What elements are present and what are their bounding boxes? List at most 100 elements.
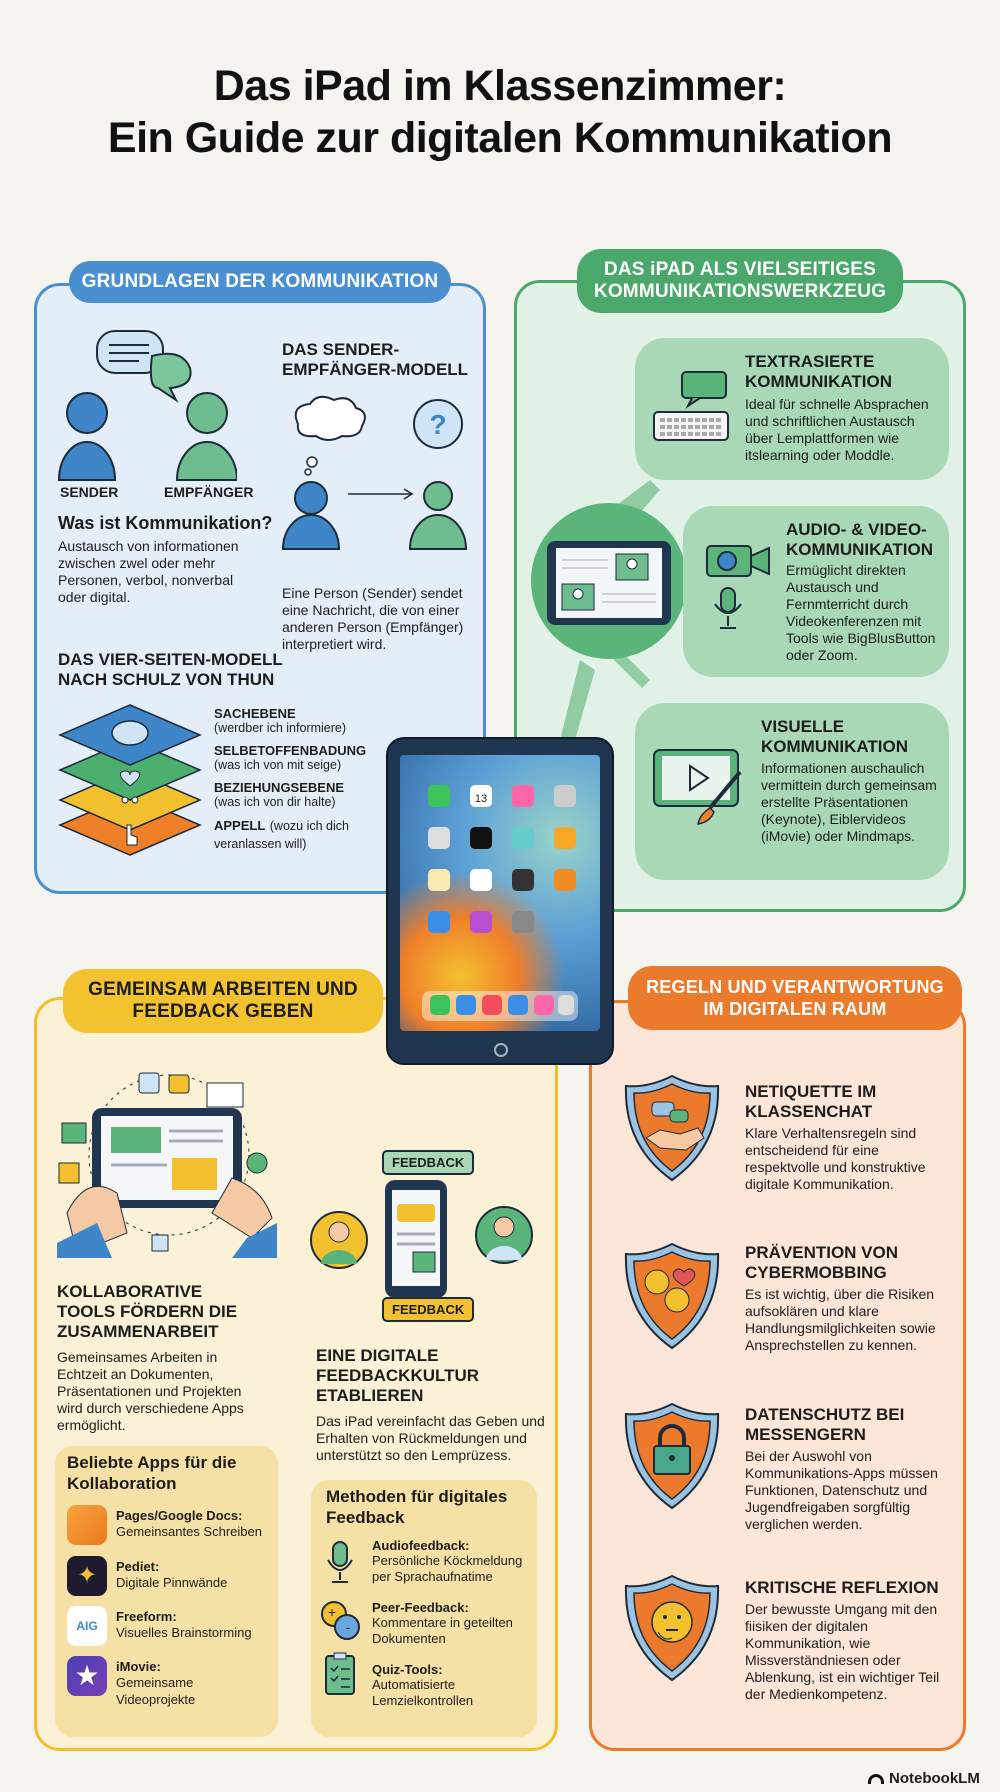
rule-body: Bei der Auswohl von Kommunikations-Apps … — [745, 1448, 938, 1532]
collaboration-tablet-illustration — [57, 1072, 277, 1258]
rule-item-netiquette: NETIQUETTE IM KLASSENCHAT Klare Verhalten… — [745, 1082, 955, 1193]
feedback-illustration — [310, 1180, 533, 1298]
handshake-shield-icon — [624, 1074, 720, 1182]
what-body: Austausch von informationen zwischen zwe… — [58, 538, 239, 605]
receiver-label: EMPFÄNGER — [164, 484, 254, 500]
layer-desc: (was ich von dir halte) — [214, 795, 336, 809]
four-sides-layers-icon — [58, 704, 202, 856]
card-body: Ideal für schnelle Absprachen und schrif… — [745, 396, 929, 463]
rules-header: REGELN UND VERANTWORTUNG IM DIGITALEN RA… — [628, 966, 962, 1030]
tablet-video-call-icon — [547, 541, 671, 625]
collab-header: GEMEINSAM ARBEITEN UND FEEDBACK GEBEN — [63, 969, 383, 1033]
card-title: TEXTRASIERTE KOMMUNIKATION — [745, 352, 892, 391]
app-desc: Gemeinsantes Schreiben — [116, 1524, 262, 1539]
rule-title: DATENSCHUTZ BEI MESSENGERN — [745, 1405, 905, 1444]
rule-title: PRÄVENTION VON CYBERMOBBING — [745, 1243, 899, 1282]
microphone-icon — [327, 1541, 353, 1583]
svg-text:-: - — [346, 1619, 351, 1635]
layer-item: BEZIEHUNGSEBENE(was ich von dir halte) — [214, 780, 414, 817]
rule-body: Klare Verhaltensregeln sind entscheidend… — [745, 1125, 926, 1192]
app-desc: Digitale Pinnwände — [116, 1575, 228, 1590]
method-desc: Kommentare in geteilten Dokumenten — [372, 1615, 513, 1646]
feedback-badge-top: FEEDBACK — [382, 1150, 475, 1175]
method-desc: Automatisierte Lemzielkontrollen — [372, 1677, 474, 1708]
brand-label: NotebookLM — [889, 1770, 980, 1787]
method-desc: Persönliche Köckmeldung per Sprachaufnat… — [372, 1553, 523, 1584]
video-paint-icon — [653, 749, 742, 825]
app-item: Pediet:Digitale Pinnwände — [116, 1559, 227, 1591]
angry-faces-shield-icon — [624, 1242, 720, 1350]
layer-desc: (werdber ich informiere) — [214, 721, 346, 735]
rule-body: Es ist wichtig, über die Risiken aufsokl… — [745, 1286, 936, 1353]
pages-app-icon — [67, 1505, 107, 1545]
app-desc: Visuelles Brainstorming — [116, 1625, 252, 1640]
app-desc: Gemeinsame Videoprojekte — [116, 1675, 196, 1707]
feedback-heading: EINE DIGITALE FEEDBACKKULTUR ETABLIEREN — [316, 1346, 480, 1405]
page-title: Das iPad im Klassenzimmer:Ein Guide zur … — [0, 60, 1000, 164]
feedback-body: Das iPad vereinfacht das Geben und Erhal… — [316, 1413, 545, 1463]
rule-title: NETIQUETTE IM KLASSENCHAT — [745, 1082, 877, 1121]
layer-title: APPELL — [214, 818, 266, 833]
app-item: iMovie:Gemeinsame Videoprojekte — [116, 1659, 216, 1708]
model-heading: DAS SENDER-EMPFÄNGER-MODELL — [282, 340, 469, 379]
layer-item: APPELL (wozu ich dich veranlassen will) — [214, 817, 364, 853]
methods-heading: Methoden für digitales Feedback — [326, 1487, 508, 1527]
home-button[interactable] — [494, 1043, 508, 1057]
layer-title: SACHEBENE — [214, 706, 296, 721]
app-name: Freeform: — [116, 1609, 177, 1624]
four-sides-list: SACHEBENE(werdber ich informiere) SELBET… — [214, 706, 414, 853]
thinking-face-shield-icon — [624, 1574, 720, 1682]
tools-heading: KOLLABORATIVE TOOLS FÖRDERN DIE ZUSAMMEN… — [57, 1282, 238, 1341]
notebooklm-brand: NotebookLM — [868, 1770, 980, 1787]
app-name: Pages/Google Docs: — [116, 1508, 243, 1523]
title-line-1: Das iPad im Klassenzimmer: — [213, 62, 787, 110]
center-ipad: 13 — [386, 737, 614, 1065]
keyboard-chat-icon — [653, 371, 729, 441]
card-body: Ermüglicht direkten Austausch und Fernmt… — [786, 562, 936, 663]
quiz-clipboard-icon — [325, 1652, 355, 1695]
rule-title: KRITISCHE REFLEXION — [745, 1578, 939, 1597]
method-item: Peer-Feedback:Kommentare in geteilten Do… — [372, 1600, 522, 1647]
tools-body: Gemeinsames Arbeiten in Echtzeit an Doku… — [57, 1349, 244, 1433]
rule-item-datenschutz: DATENSCHUTZ BEI MESSENGERN Bei der Auswoh… — [745, 1405, 960, 1533]
question-mark: ? — [429, 409, 446, 440]
feedback-badge-bottom: FEEDBACK — [382, 1297, 475, 1322]
layer-title: BEZIEHUNGSEBENE — [214, 780, 345, 795]
method-name: Audiofeedback: — [372, 1538, 470, 1553]
app-item: Freeform:Visuelles Brainstorming — [116, 1609, 252, 1641]
app-name: Pediet: — [116, 1559, 160, 1574]
apps-heading: Beliebte Apps für die Kollaboration — [67, 1453, 237, 1493]
freeform-app-icon: AIG — [67, 1606, 107, 1646]
imovie-app-icon: ★ — [67, 1656, 107, 1696]
plus-minus-bubbles-icon: +- — [321, 1601, 360, 1640]
layer-item: SELBETOFFENBADUNG(was ich von mit seige) — [214, 743, 414, 780]
app-name: iMovie: — [116, 1659, 161, 1674]
video-camera-icon — [706, 545, 770, 629]
four-sides-heading: DAS VIER-SEITEN-MODELL NACH SCHULZ VON T… — [58, 650, 283, 689]
card-title: VISUELLE KOMMUNIKATION — [761, 717, 908, 756]
connector-lines — [560, 480, 660, 740]
card-body: Informationen auschaulich vermittein dur… — [761, 760, 937, 844]
layer-item: SACHEBENE(werdber ich informiere) — [214, 706, 414, 743]
calendar-day: 13 — [475, 793, 487, 805]
what-heading: Was ist Kommunikation? — [58, 513, 273, 533]
app-icons-grid: 13 — [422, 785, 578, 1021]
model-body: Eine Person (Sender) sendet eine Nachric… — [282, 585, 464, 652]
sender-receiver-people-icon — [57, 330, 237, 481]
ipad-tool-header: DAS iPAD ALS VIELSEITIGES KOMMUNIKATIONS… — [577, 249, 903, 313]
padlet-app-icon: ✦ — [67, 1556, 107, 1596]
method-item: Quiz-Tools:Automatisierte Lemzielkontrol… — [372, 1662, 512, 1709]
method-item: Audiofeedback:Persönliche Köckmeldung pe… — [372, 1538, 532, 1585]
card-title: AUDIO- & VIDEO-KOMMUNIKATION — [786, 520, 933, 559]
rule-body: Der bewusste Umgang mit den fiisiken der… — [745, 1601, 940, 1702]
notebooklm-logo-icon — [868, 1773, 884, 1784]
text-communication-card — [635, 338, 949, 480]
title-line-2: Ein Guide zur digitalen Kommunikation — [107, 114, 893, 162]
method-name: Peer-Feedback: — [372, 1600, 469, 1615]
sender-label: SENDER — [60, 484, 119, 500]
layer-title: SELBETOFFENBADUNG — [214, 743, 367, 758]
rule-item-cybermobbing: PRÄVENTION VON CYBERMOBBING Es ist wichti… — [745, 1243, 960, 1354]
basics-header: GRUNDLAGEN DER KOMMUNIKATION — [69, 261, 451, 303]
ipad-screen: 13 — [400, 755, 600, 1031]
svg-text:+: + — [328, 1604, 336, 1620]
